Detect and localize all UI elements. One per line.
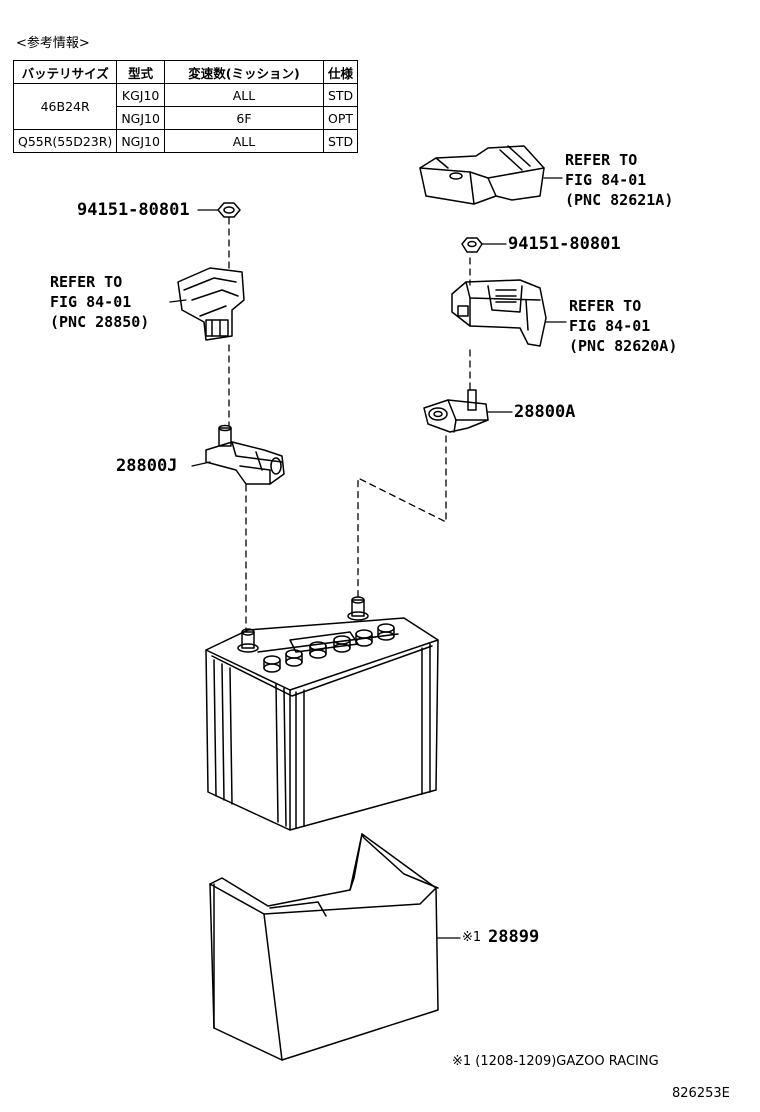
battery-terminals — [237, 596, 369, 653]
callout-clamp-positive: 28800A — [514, 402, 576, 422]
cell-spec: STD — [322, 129, 359, 153]
terminal-cover-right-mid-part — [451, 279, 547, 347]
nut-left-part — [217, 202, 241, 218]
refer-line: (PNC 82620A) — [569, 337, 678, 355]
vent-caps — [263, 623, 395, 673]
terminal-cover-right-top-part — [419, 145, 545, 205]
cell-transmission: 6F — [163, 106, 324, 130]
clamp-negative-part — [205, 424, 285, 485]
terminal-cover-left-part — [177, 267, 245, 341]
refer-line: REFER TO — [50, 273, 123, 291]
callout-tray: 28899 — [488, 927, 540, 947]
cell-transmission: ALL — [163, 83, 324, 107]
reference-table: バッテリサイズ 型式 変速数(ミッション) 仕様 46B24R KGJ10 AL… — [12, 60, 359, 153]
drawing-id: 826253E — [672, 1086, 730, 1101]
refer-line: REFER TO — [565, 151, 638, 169]
reference-caption: <参考情報> — [16, 36, 90, 51]
callout-nut-right: 94151-80801 — [508, 234, 621, 254]
header-spec: 仕様 — [322, 60, 359, 84]
cell-size: Q55R(55D23R) — [12, 129, 118, 153]
callout-tray-mark: ※1 — [462, 930, 482, 945]
refer-right-top: REFER TO FIG 84-01 (PNC 82621A) — [565, 150, 673, 210]
footnote: ※1 (1208-1209)GAZOO RACING — [452, 1054, 659, 1069]
callout-clamp-negative: 28800J — [116, 456, 178, 476]
table-row: 46B24R KGJ10 ALL STD — [12, 83, 359, 130]
cell-spec: STD — [322, 83, 359, 107]
leader-lines — [169, 177, 567, 939]
cell-transmission: ALL — [163, 129, 324, 153]
refer-line: FIG 84-01 — [565, 171, 647, 189]
callout-nut-left: 94151-80801 — [77, 200, 190, 220]
cell-spec: OPT — [322, 106, 359, 130]
header-battery-size: バッテリサイズ — [12, 60, 118, 84]
assembly-lines — [228, 217, 471, 633]
clamp-positive-part — [423, 389, 489, 433]
table-row: Q55R(55D23R) NGJ10 ALL STD — [12, 129, 359, 153]
cell-model: NGJ10 — [116, 129, 165, 153]
cell-size: 46B24R — [12, 83, 118, 130]
refer-line: FIG 84-01 — [569, 317, 651, 335]
refer-line: REFER TO — [569, 297, 642, 315]
table-header-row: バッテリサイズ 型式 変速数(ミッション) 仕様 — [12, 60, 359, 84]
battery-part — [205, 596, 439, 831]
nut-right-part — [461, 237, 483, 253]
battery-tray-part — [209, 833, 439, 1061]
header-transmission: 変速数(ミッション) — [163, 60, 324, 84]
refer-line: (PNC 82621A) — [565, 191, 674, 209]
refer-line: FIG 84-01 — [50, 293, 132, 311]
refer-line: (PNC 28850) — [50, 313, 150, 331]
refer-left: REFER TO FIG 84-01 (PNC 28850) — [50, 272, 149, 332]
refer-right-mid: REFER TO FIG 84-01 (PNC 82620A) — [569, 296, 677, 356]
